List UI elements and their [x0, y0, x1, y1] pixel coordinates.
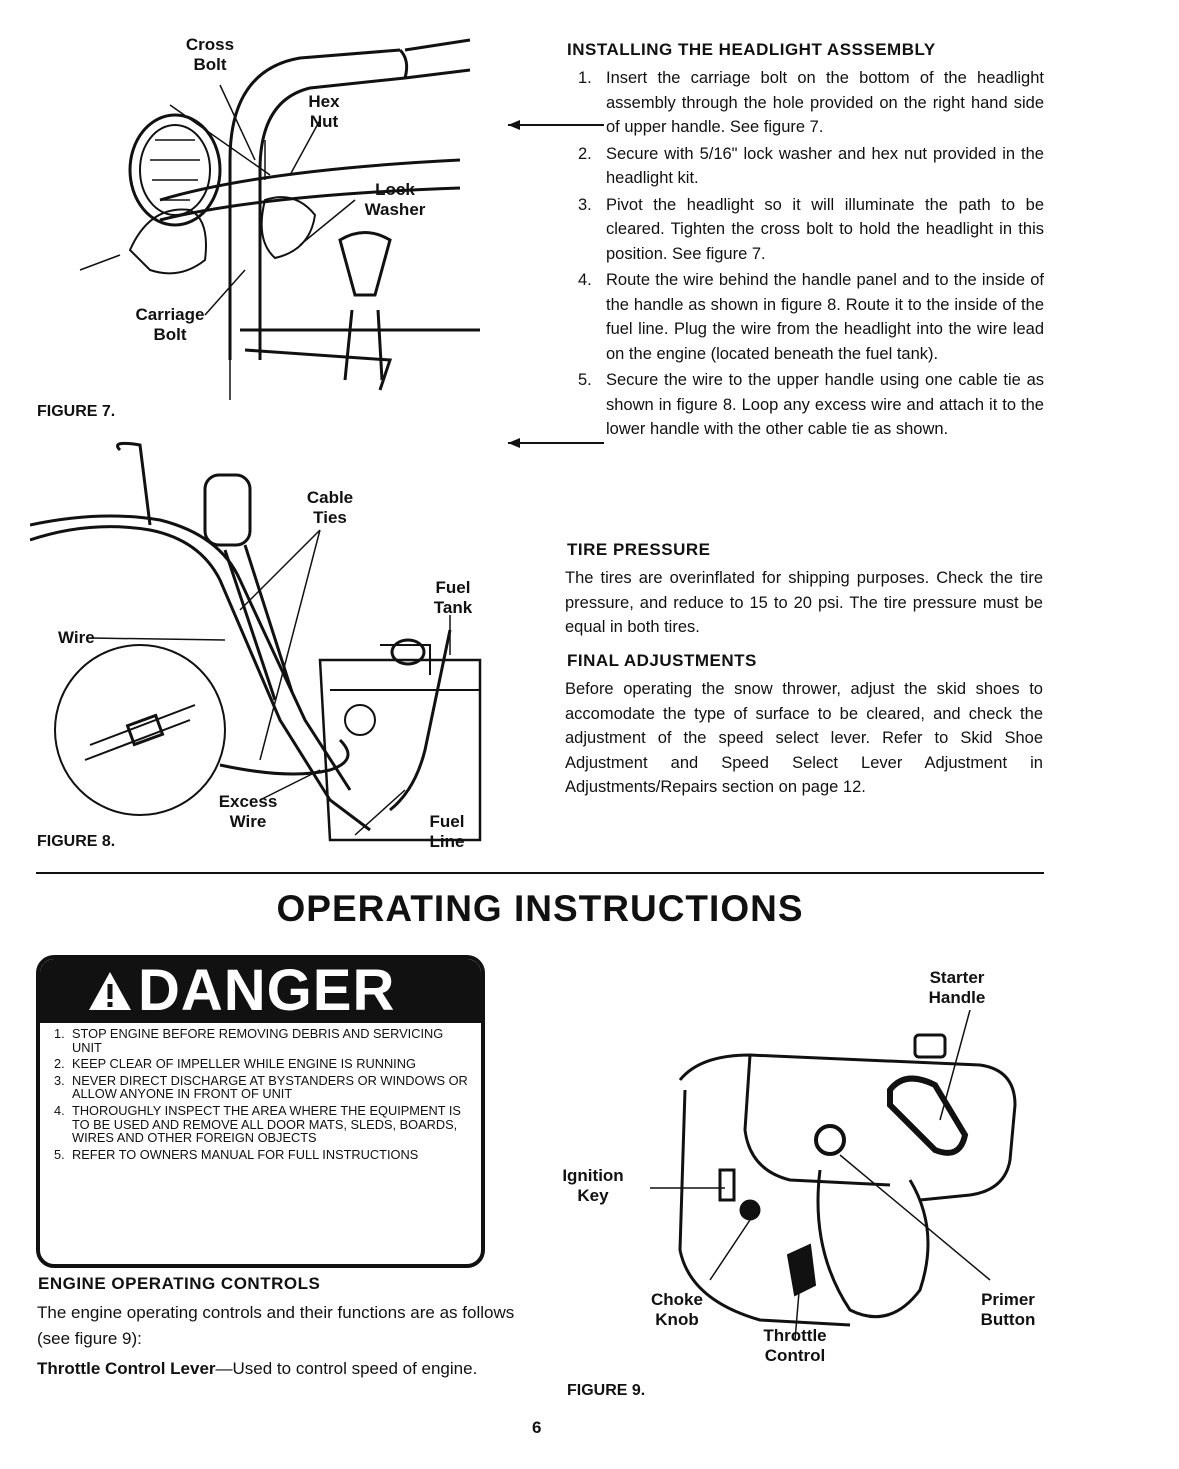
- label-ignition-key: Ignition Key: [562, 1166, 624, 1205]
- label-cross-bolt: Cross Bolt: [185, 35, 235, 74]
- danger-item: 1.STOP ENGINE BEFORE REMOVING DEBRIS AND…: [54, 1026, 444, 1055]
- label-carriage-bolt: Carriage Bolt: [135, 305, 205, 344]
- danger-item: 5.REFER TO OWNERS MANUAL FOR FULL INSTRU…: [54, 1146, 419, 1162]
- margin-arrow-icon: [508, 120, 604, 130]
- throttle-term: Throttle Control Lever: [37, 1359, 216, 1378]
- label-fuel-line: Fuel Line: [429, 812, 465, 851]
- figure-9-caption: FIGURE 9.: [567, 1382, 646, 1399]
- headlight-steps: 1.Insert the carriage bolt on the bottom…: [564, 66, 1044, 444]
- figure-8-caption: FIGURE 8.: [37, 833, 116, 850]
- danger-label: DANGER 1.STOP ENGINE BEFORE REMOVING DEB…: [36, 955, 485, 1268]
- headlight-step: 4.Route the wire behind the handle panel…: [578, 271, 1044, 363]
- warning-triangle-icon: [89, 972, 131, 1010]
- label-starter-handle: Starter Handle: [928, 968, 986, 1007]
- label-excess-wire: Excess Wire: [218, 792, 278, 831]
- danger-items: 1.STOP ENGINE BEFORE REMOVING DEBRIS AND…: [54, 1027, 474, 1164]
- danger-title: DANGER: [138, 958, 396, 1023]
- figure-7-illustration: [79, 38, 480, 400]
- tire-pressure-text: The tires are overinflated for shipping …: [565, 569, 1043, 636]
- label-hex-nut: Hex Nut: [308, 92, 340, 131]
- figure-7-caption: FIGURE 7.: [37, 403, 116, 420]
- headlight-step: 1.Insert the carriage bolt on the bottom…: [578, 69, 1044, 136]
- label-cable-ties: Cable Ties: [306, 488, 354, 527]
- label-primer-button: Primer Button: [980, 1290, 1036, 1329]
- throttle-description: Throttle Control Lever—Used to control s…: [37, 1356, 517, 1382]
- final-adjustments-text: Before operating the snow thrower, adjus…: [565, 680, 1043, 796]
- margin-arrow-icon: [508, 438, 604, 448]
- engine-controls-title: ENGINE OPERATING CONTROLS: [38, 1274, 321, 1293]
- label-lock-washer: Lock Washer: [364, 180, 426, 219]
- danger-item: 4.THOROUGHLY INSPECT THE AREA WHERE THE …: [54, 1102, 461, 1146]
- headlight-step: 5.Secure the wire to the upper handle us…: [578, 371, 1044, 438]
- headlight-section-title: INSTALLING THE HEADLIGHT ASSSEMBLY: [567, 40, 936, 59]
- section-divider: [36, 872, 1044, 874]
- engine-controls-intro: The engine operating controls and their …: [37, 1303, 515, 1348]
- label-choke-knob: Choke Knob: [651, 1290, 703, 1329]
- figure-8-illustration: [30, 441, 482, 842]
- danger-item: 3.NEVER DIRECT DISCHARGE AT BYSTANDERS O…: [54, 1072, 468, 1102]
- label-fuel-tank: Fuel Tank: [433, 578, 473, 617]
- headlight-step: 2.Secure with 5/16" lock washer and hex …: [578, 144, 1044, 188]
- label-wire: Wire: [58, 628, 95, 647]
- label-throttle-control: Throttle Control: [763, 1326, 827, 1365]
- headlight-step: 3.Pivot the headlight so it will illumin…: [578, 195, 1044, 263]
- page-number: 6: [532, 1418, 542, 1437]
- operating-instructions-title: OPERATING INSTRUCTIONS: [276, 888, 804, 929]
- tire-pressure-title: TIRE PRESSURE: [567, 540, 711, 559]
- figure-9-illustration: [650, 1010, 1017, 1341]
- danger-item: 2.KEEP CLEAR OF IMPELLER WHILE ENGINE IS…: [54, 1056, 416, 1072]
- throttle-desc: —Used to control speed of engine.: [215, 1359, 478, 1378]
- danger-header: DANGER: [40, 959, 481, 1023]
- final-adjustments-title: FINAL ADJUSTMENTS: [567, 651, 757, 670]
